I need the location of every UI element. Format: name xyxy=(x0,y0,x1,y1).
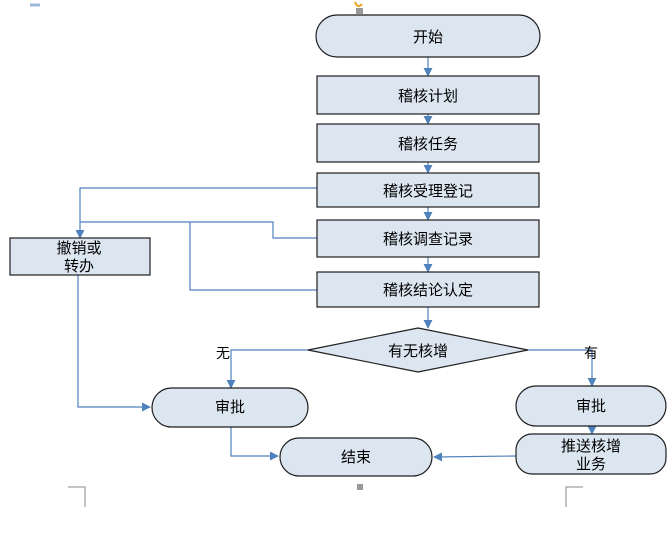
connectors xyxy=(75,57,597,462)
node-push-increase[interactable]: 推送核增 业务 xyxy=(515,433,667,475)
node-end[interactable]: 结束 xyxy=(279,437,433,477)
page-decorations xyxy=(30,1,583,507)
node-audit-investigation-record[interactable]: 稽核调查记录 xyxy=(316,219,540,258)
node-audit-accept-register[interactable]: 稽核受理登记 xyxy=(316,172,540,208)
node-audit-investigation-record-label: 稽核调查记录 xyxy=(383,230,473,248)
selection-handle xyxy=(356,8,363,14)
node-decision[interactable]: 有无核增 xyxy=(307,327,529,373)
node-revoke-line2: 转办 xyxy=(64,257,94,275)
node-approve-left[interactable]: 审批 xyxy=(151,387,309,428)
node-decision-label: 有无核增 xyxy=(388,342,448,360)
node-audit-plan-label: 稽核计划 xyxy=(398,87,458,105)
node-audit-task[interactable]: 稽核任务 xyxy=(316,123,540,163)
rotate-handle-icon xyxy=(354,1,363,8)
node-approve-right-label: 审批 xyxy=(576,397,606,415)
node-audit-conclusion-label: 稽核结论认定 xyxy=(383,281,473,299)
node-audit-plan[interactable]: 稽核计划 xyxy=(316,75,540,115)
page-corner-mark-bl xyxy=(68,486,86,507)
arrow-push-to-end xyxy=(433,452,517,462)
page-center-mark xyxy=(357,484,363,490)
arrow-register-to-revoke xyxy=(75,187,317,239)
edge-label-yes: 有 xyxy=(584,346,598,362)
page-corner-mark-br xyxy=(565,486,583,507)
edge-label-no: 无 xyxy=(216,346,230,362)
node-push-line2: 业务 xyxy=(576,455,606,473)
arrow-decision-no xyxy=(226,349,308,389)
node-start[interactable]: 开始 xyxy=(315,14,541,58)
node-audit-task-label: 稽核任务 xyxy=(398,135,458,153)
node-end-label: 结束 xyxy=(341,448,371,466)
node-revoke-line1: 撤销或 xyxy=(56,239,101,257)
node-revoke-or-transfer[interactable]: 撤销或 转办 xyxy=(9,237,151,276)
node-audit-conclusion[interactable]: 稽核结论认定 xyxy=(316,271,540,308)
node-push-line1: 推送核增 xyxy=(561,437,621,455)
line-record-to-revoke xyxy=(80,221,317,239)
node-approve-right[interactable]: 审批 xyxy=(515,385,667,427)
arrow-decision-yes xyxy=(528,349,597,387)
arrow-approve-to-end xyxy=(230,427,279,461)
node-audit-accept-register-label: 稽核受理登记 xyxy=(383,182,473,200)
node-start-label: 开始 xyxy=(413,28,443,46)
arrow-revoke-to-approve xyxy=(77,275,151,412)
node-approve-left-label: 审批 xyxy=(215,398,245,416)
line-conclusion-to-revoke xyxy=(189,222,317,291)
